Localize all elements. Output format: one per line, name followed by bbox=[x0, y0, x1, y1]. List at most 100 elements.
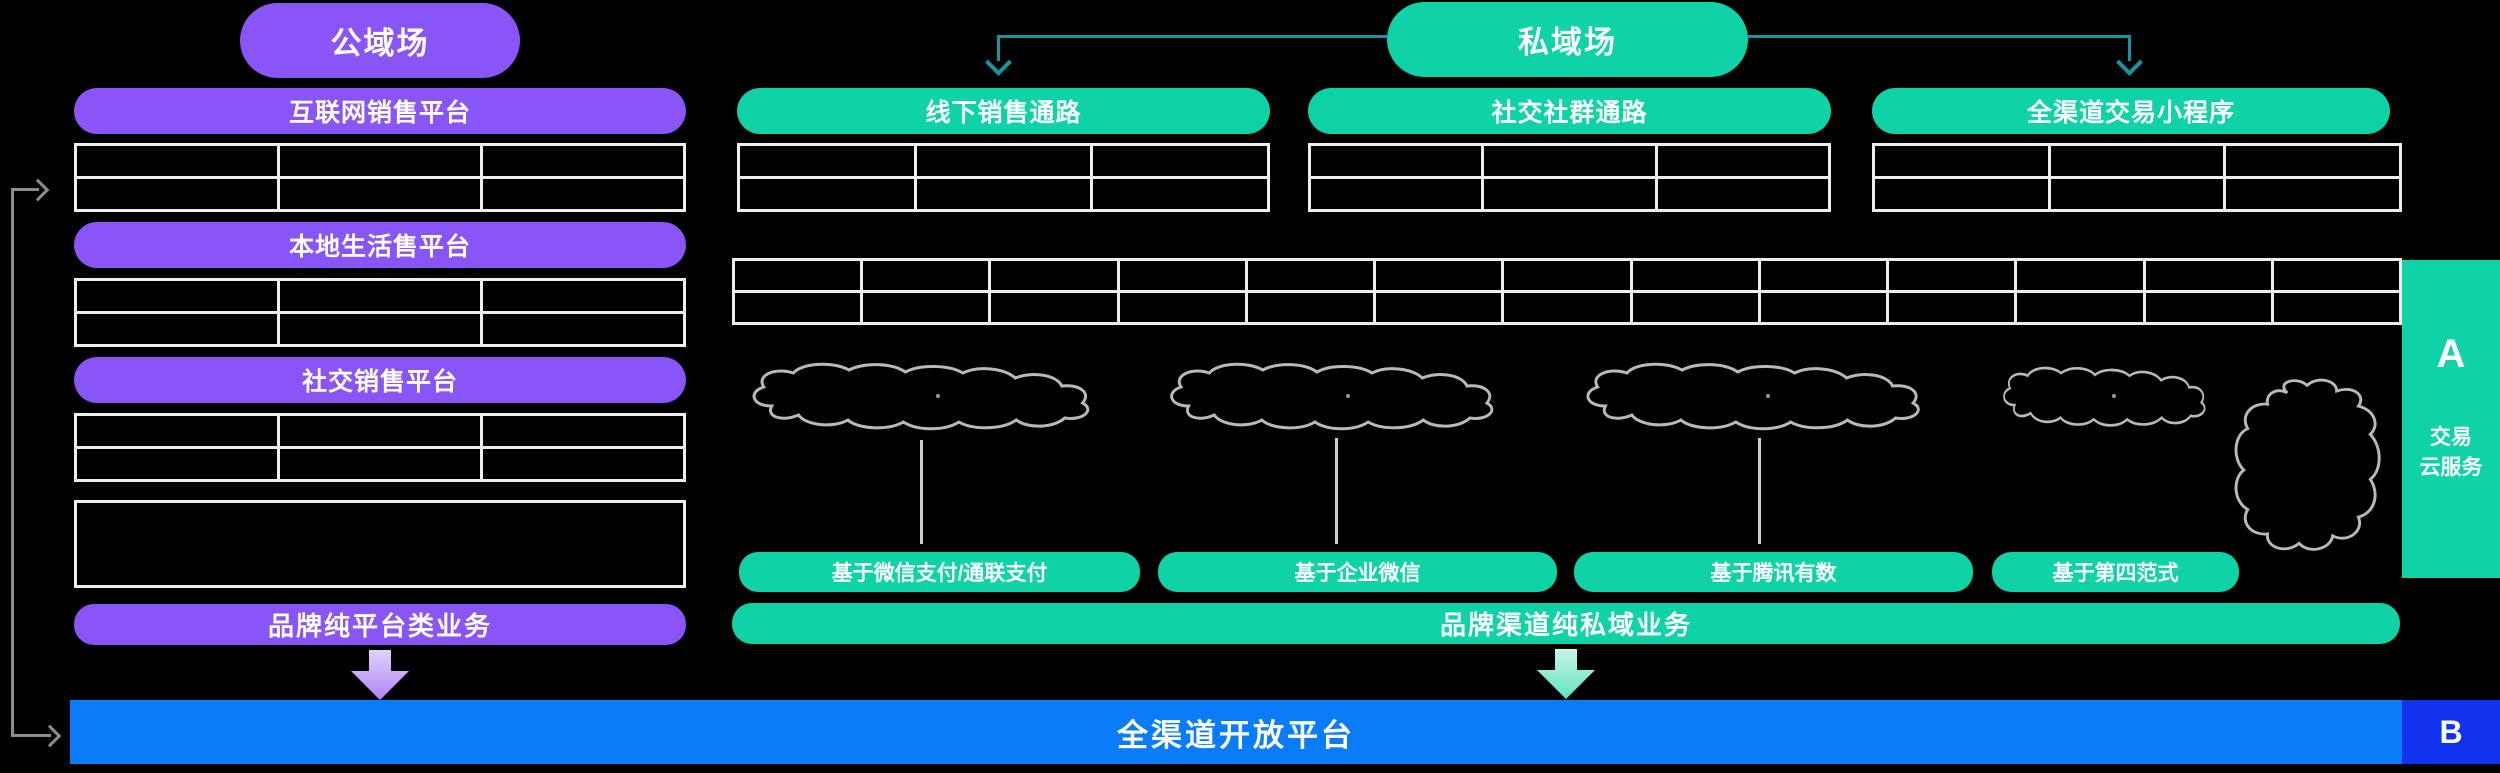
social-community-table bbox=[1308, 143, 1831, 212]
label-pill-wechat-pay: 基于微信支付/通联支付 bbox=[739, 552, 1140, 592]
bracket-line-vertical bbox=[11, 188, 14, 737]
table-cell bbox=[1376, 293, 1502, 322]
table-cell bbox=[280, 179, 480, 209]
internet-sales-table bbox=[74, 143, 686, 212]
table-cell bbox=[735, 261, 861, 290]
table-cell bbox=[1247, 261, 1374, 290]
table-cell bbox=[280, 281, 480, 311]
table-cell bbox=[77, 179, 277, 209]
left-empty-box bbox=[74, 500, 686, 588]
left-header-social-sales: 社交销售平台 bbox=[74, 357, 686, 403]
table-cell bbox=[2017, 261, 2143, 290]
table-cell bbox=[735, 293, 861, 322]
table-cell bbox=[280, 146, 480, 176]
connector-line-right-drop bbox=[2128, 35, 2131, 61]
table-cell bbox=[77, 449, 277, 479]
badge-a: A bbox=[2436, 332, 2466, 376]
table-cell bbox=[1311, 179, 1482, 209]
table-cell bbox=[483, 281, 683, 311]
table-cell bbox=[483, 146, 683, 176]
table-cell bbox=[483, 179, 683, 209]
badge-b-block: B bbox=[2402, 700, 2500, 764]
table-cell bbox=[483, 449, 683, 479]
table-cell bbox=[77, 416, 277, 446]
table-cell bbox=[991, 261, 1117, 290]
table-cell bbox=[1504, 293, 1630, 322]
table-cell bbox=[2273, 293, 2399, 322]
wide-shared-table bbox=[732, 258, 2402, 325]
table-cell bbox=[916, 179, 1091, 209]
table-cell bbox=[2145, 293, 2271, 322]
table-cell bbox=[280, 449, 480, 479]
connector-line-left-drop bbox=[997, 35, 1000, 61]
table-cell bbox=[2050, 179, 2224, 209]
bracket-line-top bbox=[11, 188, 39, 191]
table-cell bbox=[2145, 261, 2271, 290]
table-cell bbox=[1875, 146, 2048, 176]
cloud-service-a-block: A 交易 云服务 bbox=[2402, 260, 2500, 578]
table-cell bbox=[1632, 261, 1758, 290]
cloud-dot bbox=[936, 394, 940, 398]
table-cell bbox=[2017, 293, 2143, 322]
table-cell bbox=[1504, 261, 1630, 290]
cloud-connector-line bbox=[920, 440, 923, 544]
table-cell bbox=[1484, 146, 1655, 176]
table-cell bbox=[1119, 261, 1245, 290]
purple-down-arrow-icon bbox=[351, 650, 409, 700]
table-cell bbox=[1093, 146, 1267, 176]
open-platform-bar: 全渠道开放平台 bbox=[70, 700, 2402, 764]
cloud-dot bbox=[1346, 394, 1350, 398]
table-cell bbox=[77, 314, 277, 344]
table-cell bbox=[1119, 293, 1245, 322]
table-cell bbox=[1093, 179, 1267, 209]
arrow-down-icon bbox=[985, 49, 1012, 76]
local-life-table bbox=[74, 278, 686, 347]
table-cell bbox=[1657, 146, 1828, 176]
arrow-down-icon bbox=[2116, 49, 2143, 76]
table-cell bbox=[916, 146, 1091, 176]
table-cell bbox=[863, 293, 989, 322]
left-header-local-life: 本地生活售平台 bbox=[74, 222, 686, 268]
table-cell bbox=[1632, 293, 1758, 322]
table-cell bbox=[1484, 179, 1655, 209]
table-cell bbox=[740, 179, 914, 209]
table-cell bbox=[1760, 261, 1887, 290]
cloud-shape bbox=[752, 362, 1090, 431]
label-pill-fourth-paradigm: 基于第四范式 bbox=[1992, 552, 2239, 592]
omni-miniprogram-table bbox=[1872, 143, 2402, 212]
left-bottom-pill: 品牌纯平台类业务 bbox=[74, 604, 686, 645]
cloud-shape bbox=[1170, 362, 1494, 431]
table-cell bbox=[740, 146, 914, 176]
left-header-internet-sales: 互联网销售平台 bbox=[74, 88, 686, 134]
table-cell bbox=[1657, 179, 1828, 209]
connector-line-left bbox=[998, 35, 1387, 38]
label-pill-wecom: 基于企业微信 bbox=[1158, 552, 1557, 592]
cloud-dot bbox=[1766, 394, 1770, 398]
table-cell bbox=[483, 314, 683, 344]
table-cell bbox=[1311, 146, 1482, 176]
table-cell bbox=[1875, 179, 2048, 209]
bracket-line-bottom bbox=[11, 734, 51, 737]
cloud-dot bbox=[2112, 394, 2116, 398]
table-cell bbox=[1889, 261, 2015, 290]
table-cell bbox=[1760, 293, 1887, 322]
tall-cloud-shape bbox=[2234, 378, 2381, 551]
private-domain-pill: 私域场 bbox=[1387, 2, 1748, 77]
cloud-service-label: 交易 云服务 bbox=[2419, 426, 2483, 480]
table-cell bbox=[863, 261, 989, 290]
table-cell bbox=[2273, 261, 2399, 290]
arrow-right-icon bbox=[26, 178, 50, 202]
table-cell bbox=[77, 146, 277, 176]
cloud-connector-line bbox=[1758, 438, 1761, 544]
table-cell bbox=[1376, 261, 1502, 290]
public-domain-pill: 公域场 bbox=[240, 3, 520, 78]
table-cell bbox=[1247, 293, 1374, 322]
table-cell bbox=[280, 314, 480, 344]
table-cell bbox=[2226, 179, 2399, 209]
table-cell bbox=[991, 293, 1117, 322]
right-header-omni-miniprogram: 全渠道交易小程序 bbox=[1872, 88, 2390, 134]
right-bottom-bar: 品牌渠道纯私域业务 bbox=[732, 603, 2400, 644]
offline-channel-table bbox=[737, 143, 1270, 212]
cloud-shape bbox=[2003, 366, 2206, 427]
